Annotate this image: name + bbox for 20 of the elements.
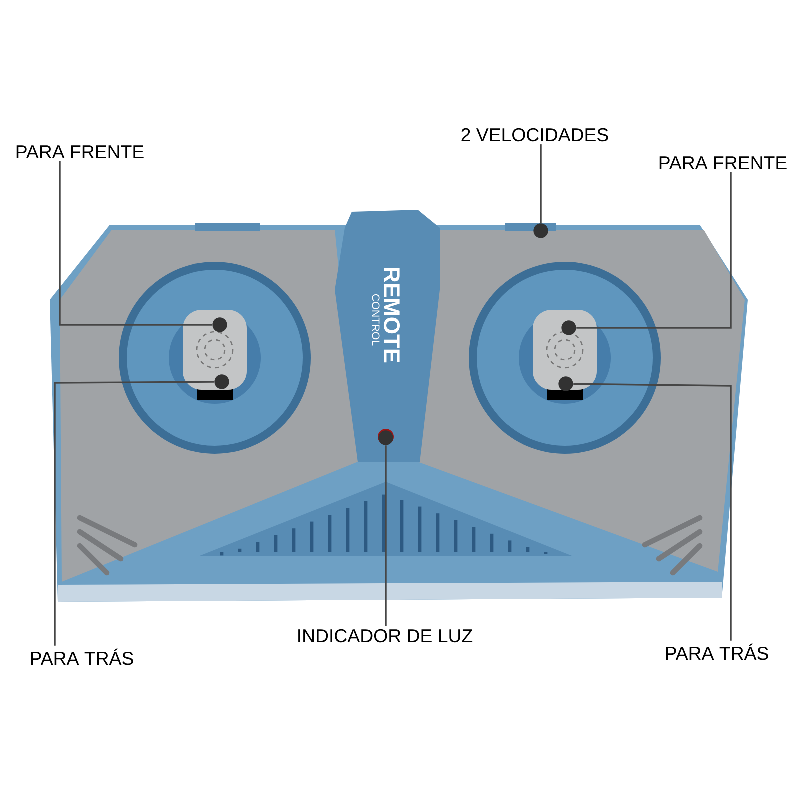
- leader-dot: [212, 318, 228, 332]
- leader-line: [54, 381, 214, 646]
- leader-dot: [214, 374, 230, 390]
- leader-dot: [534, 224, 548, 238]
- callout-label: PARA TRÁS: [31, 648, 134, 666]
- leader-line: [59, 161, 212, 326]
- leader-dot: [378, 430, 394, 446]
- callout-label: PARA FRENTE: [660, 156, 787, 170]
- printed-text: CONTROL: [372, 294, 380, 346]
- leader-dot: [558, 376, 574, 392]
- printed-text: REMOTE: [384, 268, 400, 363]
- leader-dot: [562, 320, 576, 336]
- callout-label: PARA FRENTE: [16, 146, 144, 158]
- leader-line: [574, 383, 732, 641]
- callout-label: INDICADOR DE LUZ: [298, 629, 473, 643]
- callout-label: 2 VELOCIDADES: [462, 128, 608, 142]
- callout-label: PARA TRÁS: [666, 644, 768, 660]
- leader-line: [385, 446, 387, 626]
- leader-line: [540, 144, 542, 224]
- leader-line: [576, 172, 732, 329]
